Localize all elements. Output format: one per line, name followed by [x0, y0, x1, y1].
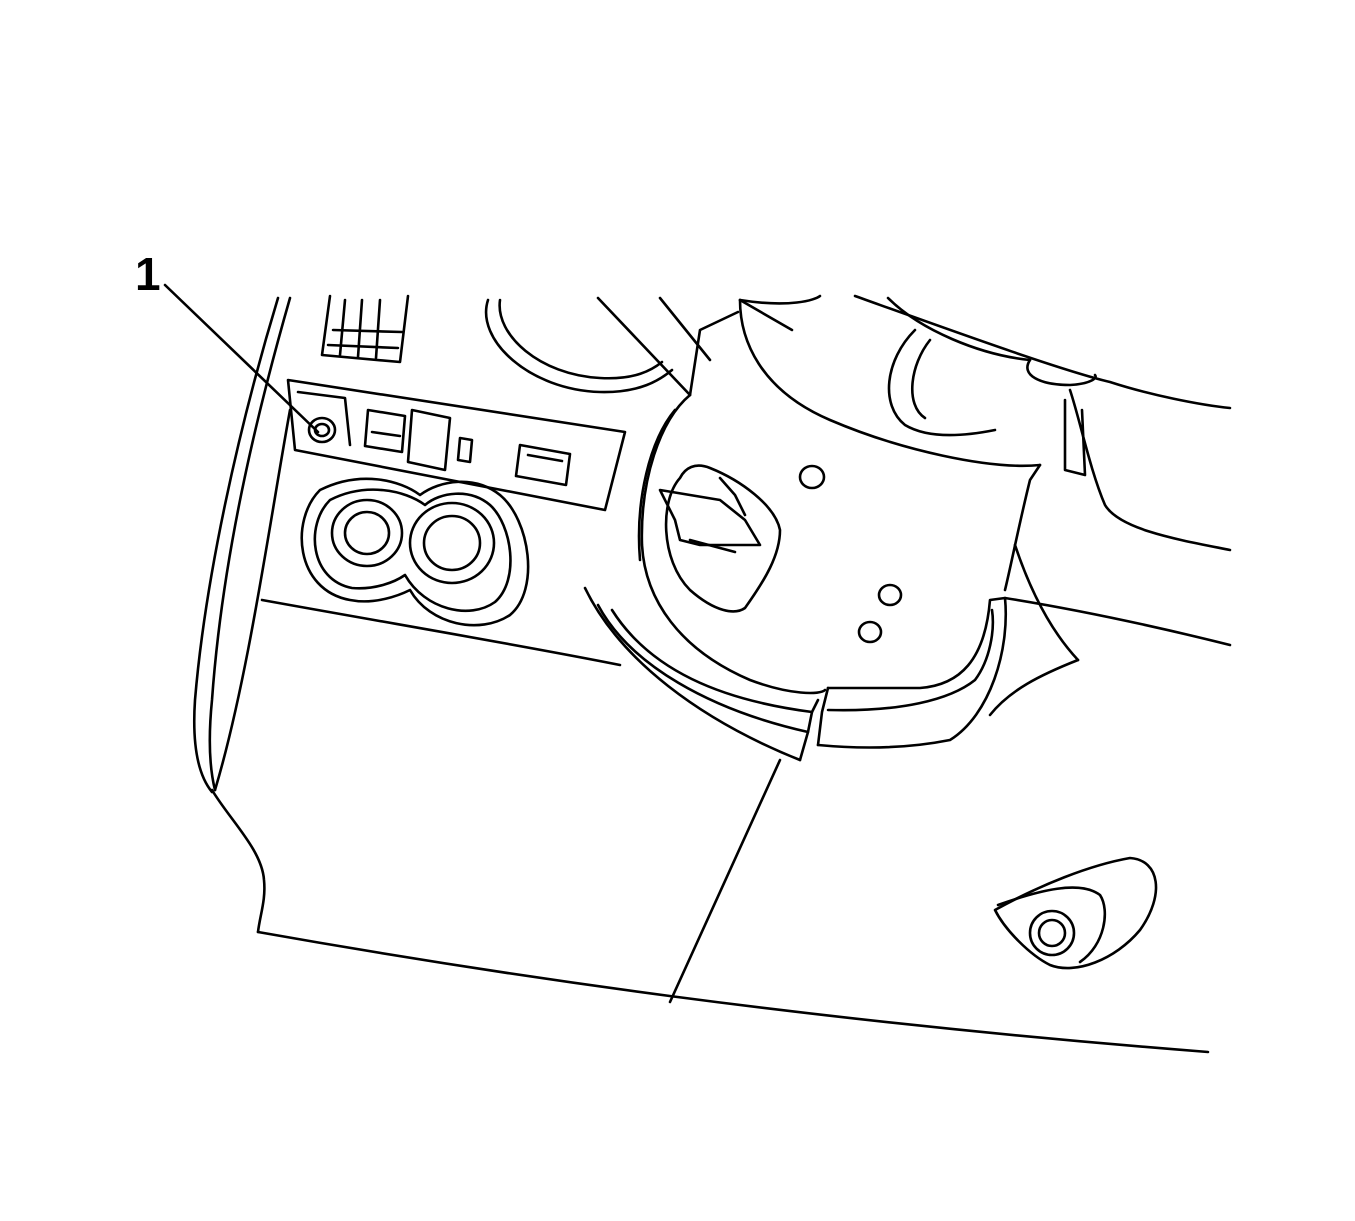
callout-label-1: 1 — [135, 248, 161, 300]
outlet-right — [408, 501, 496, 585]
left-trim-panel — [192, 296, 292, 934]
dual-outlet-housing — [300, 477, 530, 627]
callout-leader-1 — [163, 283, 320, 434]
mount-bolt — [1028, 909, 1076, 957]
steering-column-opening — [484, 296, 712, 397]
right-dashboard-panel — [853, 294, 1232, 717]
lower-trim-strip-right — [816, 596, 1008, 749]
right-mount-boss — [993, 856, 1158, 970]
steering-column-shroud — [637, 294, 1042, 695]
switch-bank — [286, 378, 627, 512]
lower-trim-strip-left — [583, 586, 820, 762]
fastener-bolt — [307, 416, 337, 444]
ignition-switch — [658, 464, 782, 613]
lower-panel — [256, 598, 1210, 1054]
vent-grille — [320, 294, 410, 364]
outlet-left — [330, 498, 404, 568]
